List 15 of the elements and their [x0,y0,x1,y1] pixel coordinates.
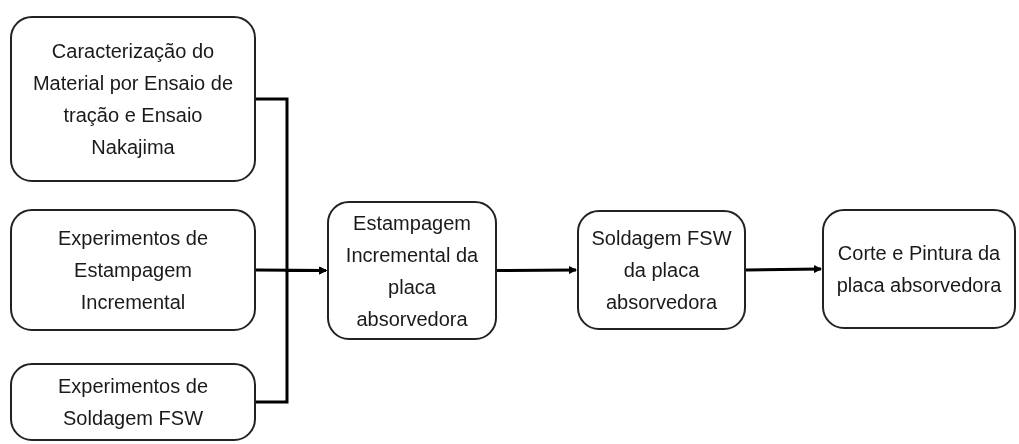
process-box [822,209,1016,329]
box-label: Estampagem Incremental da placa absorvedora [344,210,480,332]
box-label: Soldagem FSW da placa absorvedora [590,226,733,315]
box-label: Experimentos de Estampagem Incremental [56,226,210,315]
process-box [10,209,256,331]
process-box [10,16,256,182]
process-box [327,201,497,340]
box-label: Experimentos de Soldagem FSW [56,374,210,431]
box-label: Corte e Pintura da placa absorvedora [835,241,1003,298]
box-label: Caracterização do Material por Ensaio de tração e Ensaio Nakajima [31,39,235,160]
arrow [745,265,822,274]
arrow [256,266,327,404]
process-box [577,210,746,330]
process-box [10,363,256,441]
arrow [497,266,577,275]
